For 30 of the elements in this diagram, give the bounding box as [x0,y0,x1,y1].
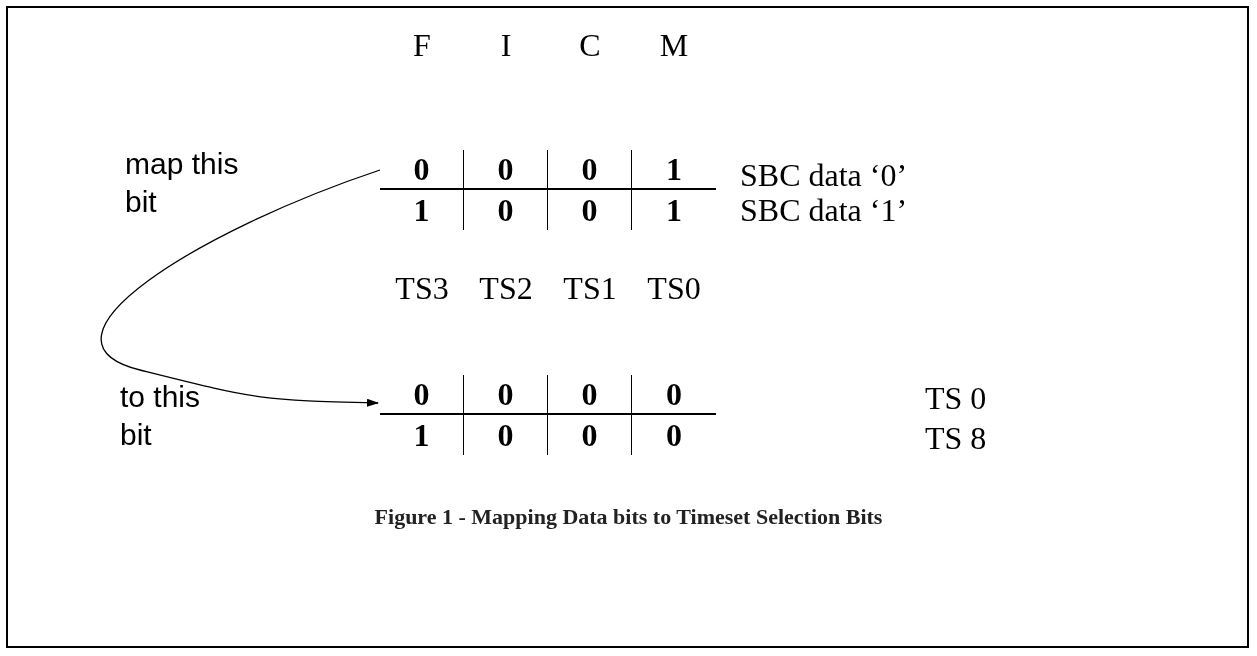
label: TS2 [478,269,534,308]
label: map this bit [125,146,240,220]
table-cell: 0 [380,375,464,415]
table-cell: 0 [464,190,548,230]
label: F [412,26,432,65]
curved-arrow [100,169,381,407]
label: I [499,26,513,65]
table-cell: 0 [548,415,632,455]
table-cell: 0 [548,190,632,230]
label: to this bit [120,379,202,453]
table-cell: 0 [632,375,716,415]
label: TS3 [394,269,450,308]
table-cell: 0 [548,150,632,190]
table-cell: 0 [464,150,548,190]
label: M [658,26,690,65]
table-cell: 0 [464,415,548,455]
label: TS0 [646,269,702,308]
figure-caption: Figure 1 - Mapping Data bits to Timeset Selection Bits [373,503,884,531]
label: TS 8 [925,419,988,458]
label: TS1 [562,269,618,308]
table-cell: 0 [632,415,716,455]
table-cell: 0 [464,375,548,415]
table-cell: 0 [548,375,632,415]
table-cell: 1 [632,190,716,230]
table-cell: 1 [380,190,464,230]
table-cell: 1 [632,150,716,190]
label: C [578,26,602,65]
table-cell: 0 [380,150,464,190]
table-cell: 1 [380,415,464,455]
label: TS 0 [925,379,988,418]
